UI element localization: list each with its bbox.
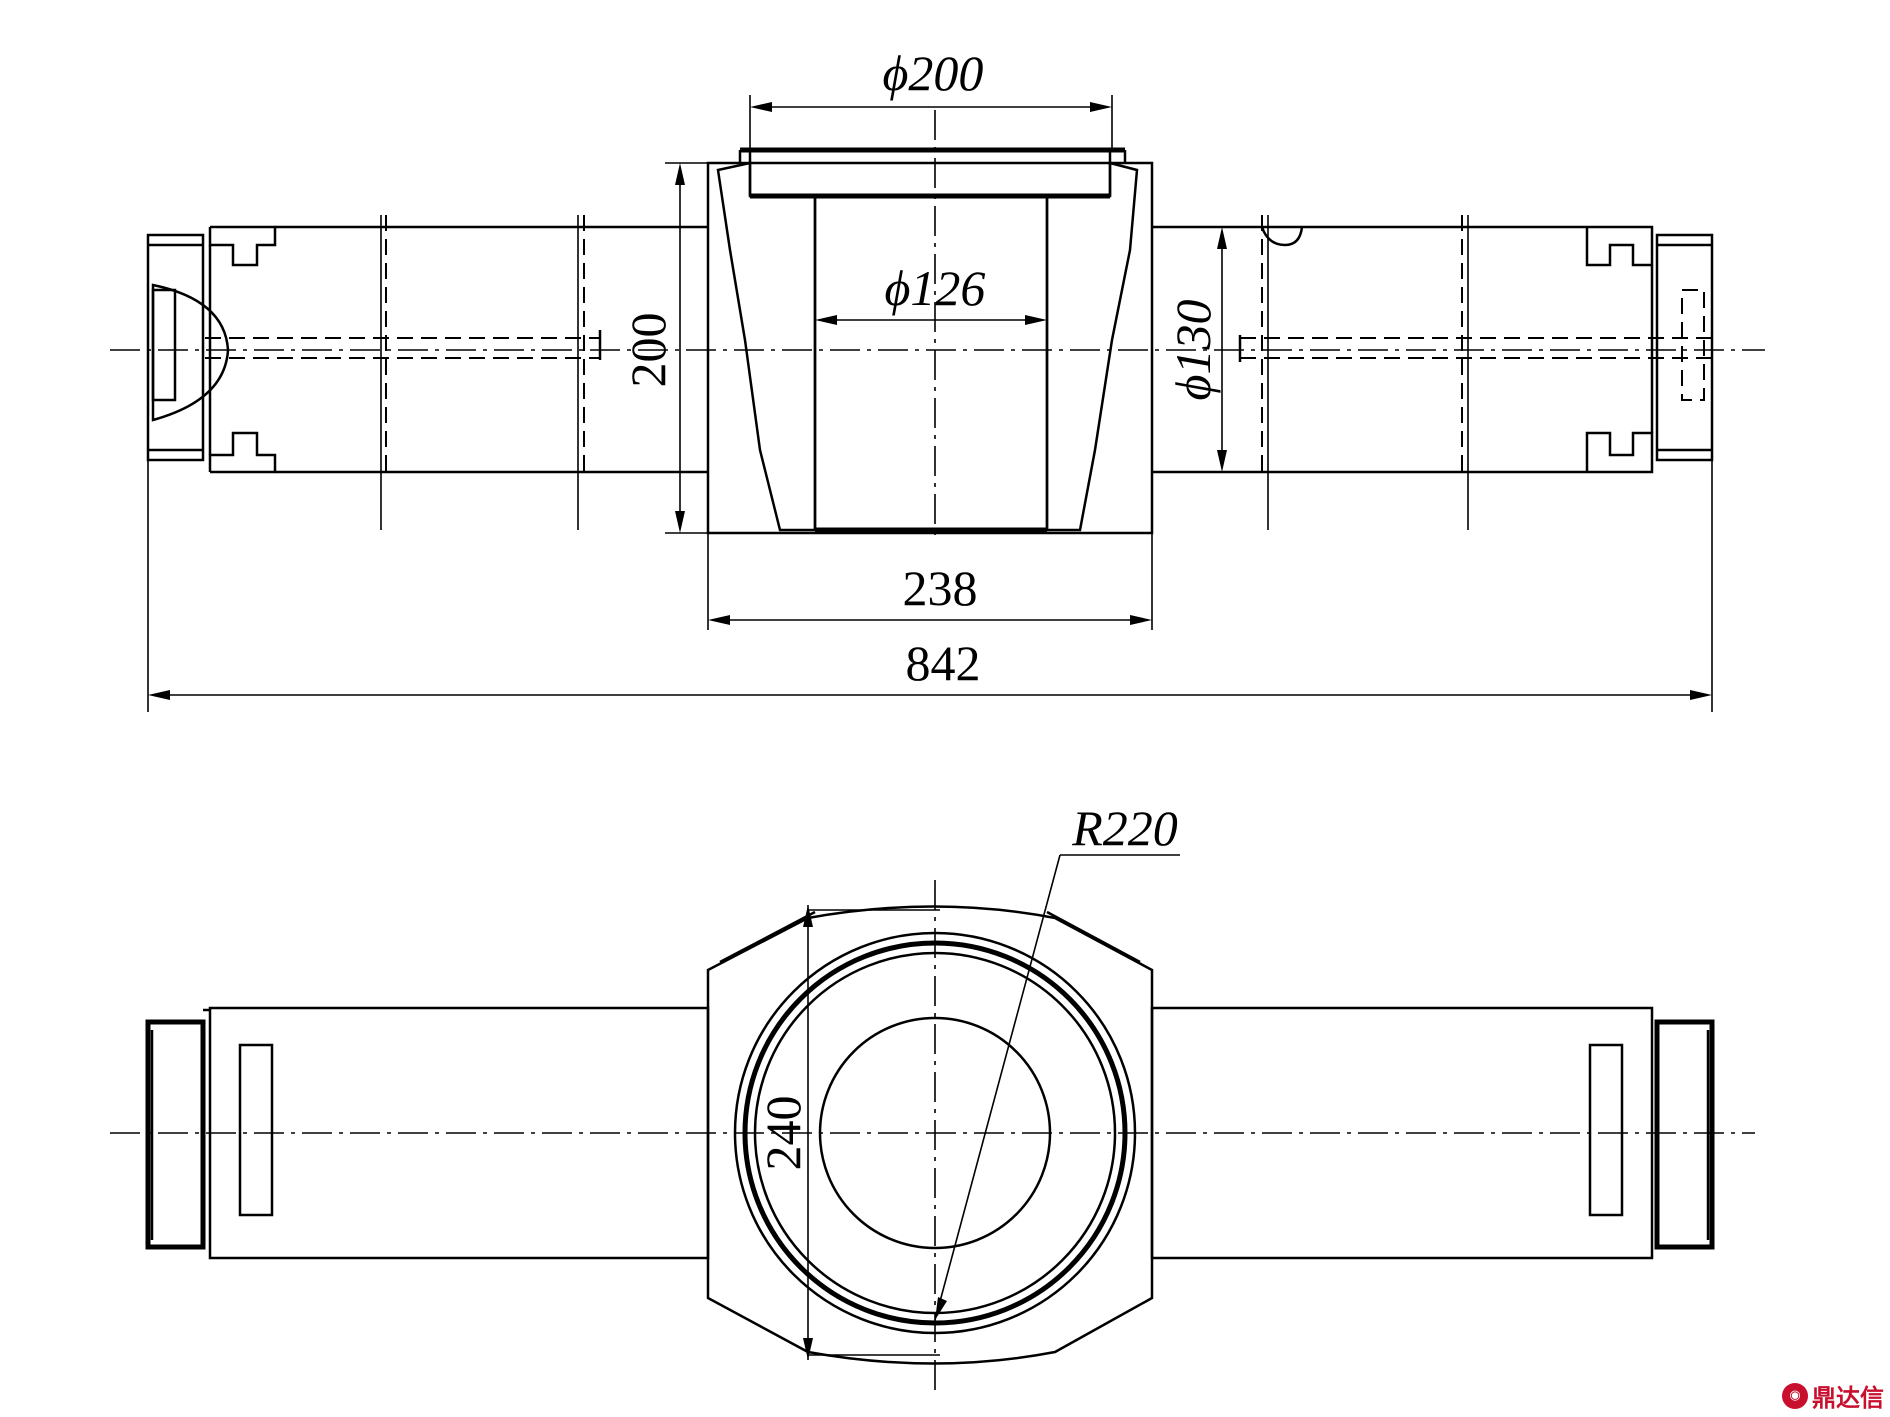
watermark-text: 鼎达信 bbox=[1812, 1384, 1884, 1412]
center-body-section bbox=[706, 147, 1154, 535]
label-plan-dimension: 240 bbox=[755, 1096, 811, 1171]
dimension-top-diameter: ϕ200 bbox=[749, 45, 1113, 150]
dimension-body-height: 200 bbox=[620, 162, 708, 534]
left-end-cap bbox=[146, 233, 205, 462]
plan-left-end-cap bbox=[145, 1019, 206, 1250]
left-wall-hatch bbox=[716, 161, 817, 532]
label-top-diameter: ϕ200 bbox=[883, 45, 984, 101]
watermark: ◉ 鼎达信 bbox=[1782, 1378, 1884, 1413]
dimension-radius: R220 bbox=[934, 800, 1180, 1321]
front-section-view: ϕ200 ϕ126 200 ϕ130 bbox=[110, 45, 1765, 712]
logo-badge-icon: ◉ bbox=[1782, 1382, 1808, 1409]
right-wall-hatch bbox=[1045, 161, 1139, 532]
plan-right-slot bbox=[1588, 1043, 1624, 1217]
plan-right-end-cap bbox=[1654, 1019, 1715, 1250]
plan-ring bbox=[742, 940, 1128, 1326]
plan-center-body bbox=[706, 905, 1154, 1365]
label-body-height: 200 bbox=[620, 313, 676, 388]
plan-left-slot bbox=[238, 1043, 274, 1217]
label-radius: R220 bbox=[1071, 800, 1178, 856]
plan-outer-circle bbox=[733, 931, 1137, 1335]
label-body-width: 238 bbox=[903, 560, 978, 616]
dimension-bore-diameter: ϕ126 bbox=[815, 260, 1047, 325]
dimension-plan: 240 bbox=[755, 905, 940, 1360]
label-bore-diameter: ϕ126 bbox=[885, 260, 986, 316]
dimension-overall-length: 842 bbox=[147, 460, 1713, 712]
right-end-cap bbox=[1655, 233, 1714, 462]
plan-bore-circle bbox=[818, 1016, 1052, 1250]
label-shaft-diameter: ϕ130 bbox=[1165, 300, 1221, 401]
dimension-shaft-diameter: ϕ130 bbox=[1165, 227, 1227, 472]
right-shaft bbox=[1152, 215, 1720, 530]
dimension-body-width: 238 bbox=[707, 533, 1153, 630]
left-shaft bbox=[146, 215, 708, 530]
label-overall-length: 842 bbox=[906, 635, 981, 691]
plan-view: 240 R220 bbox=[110, 800, 1755, 1390]
